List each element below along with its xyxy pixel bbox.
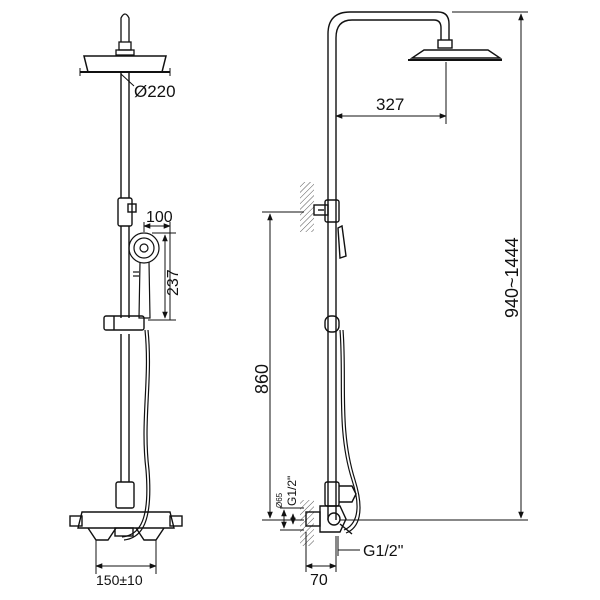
wall-hatch-upper — [300, 182, 314, 232]
flange-diameter-dimension: Ø65 — [275, 492, 284, 508]
dim-holder-offset-lines — [143, 222, 171, 320]
valve-width-dimension: 150±10 — [96, 572, 143, 588]
side-wall-bracket-upper — [313, 199, 340, 223]
inlet-thread-dimension: G1/2" — [285, 476, 299, 506]
side-diverter — [324, 481, 357, 507]
front-shower-head — [79, 55, 171, 76]
dim-arm-length-lines — [335, 62, 447, 124]
front-mixer-valve — [69, 481, 183, 541]
dim-holder-spacing-lines — [148, 232, 176, 321]
side-mixer-valve — [305, 505, 353, 535]
front-riser-connector — [117, 197, 137, 227]
holder-spacing-dimension: 237 — [165, 269, 182, 296]
dim-valve-width-lines — [95, 540, 157, 574]
front-head-stub — [115, 13, 135, 56]
side-riser-and-arm — [327, 11, 450, 520]
dim-total-height-lines — [340, 11, 528, 521]
side-hand-shower-holder — [324, 224, 347, 333]
head-diameter-dimension: Ø220 — [134, 82, 176, 101]
dim-flange-lines — [280, 507, 304, 531]
arm-length-dimension: 327 — [376, 95, 404, 114]
side-hose — [339, 329, 361, 534]
wall-offset-dimension: 70 — [310, 572, 328, 589]
side-shower-head — [408, 39, 503, 61]
front-riser-pipe — [120, 72, 130, 482]
front-hand-shower — [128, 232, 160, 319]
wall-hatch-lower — [300, 500, 314, 546]
front-view: Ø220 — [69, 13, 183, 588]
dim-wall-offset-lines — [305, 532, 337, 572]
side-view: 327 — [252, 11, 528, 589]
dim-outlet-thread-lines — [337, 536, 360, 556]
front-diameter-leader — [120, 73, 135, 87]
total-height-dimension: 940~1444 — [502, 237, 522, 318]
outlet-thread-dimension: G1/2" — [363, 543, 403, 560]
front-hand-shower-holder — [103, 315, 145, 331]
inlet-height-dimension: 860 — [252, 364, 272, 394]
holder-offset-dimension: 100 — [146, 209, 173, 226]
